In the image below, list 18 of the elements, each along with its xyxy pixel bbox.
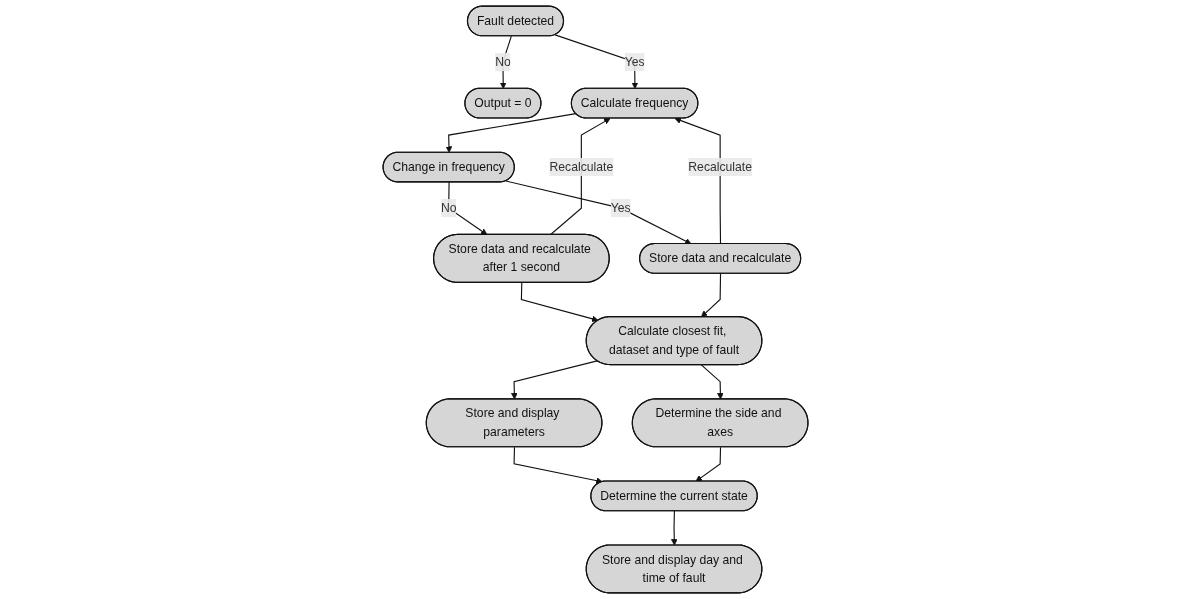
arrow xyxy=(448,181,488,236)
arrow xyxy=(446,113,577,153)
arrow xyxy=(505,180,692,245)
edge-label: Yes xyxy=(611,201,632,215)
arrow xyxy=(555,34,639,89)
arrow xyxy=(674,117,722,245)
arrow xyxy=(701,273,722,318)
arrow xyxy=(696,446,722,482)
arrow xyxy=(511,360,599,400)
edge-label: No xyxy=(441,201,457,215)
edge-label: Yes xyxy=(625,55,646,69)
arrow xyxy=(671,510,679,546)
arrow xyxy=(701,364,725,400)
edge-label: Recalculate xyxy=(688,160,753,174)
arrow xyxy=(550,118,612,236)
edge-label: Recalculate xyxy=(550,160,614,174)
edge-label: No xyxy=(495,55,512,69)
arrow xyxy=(521,282,599,323)
